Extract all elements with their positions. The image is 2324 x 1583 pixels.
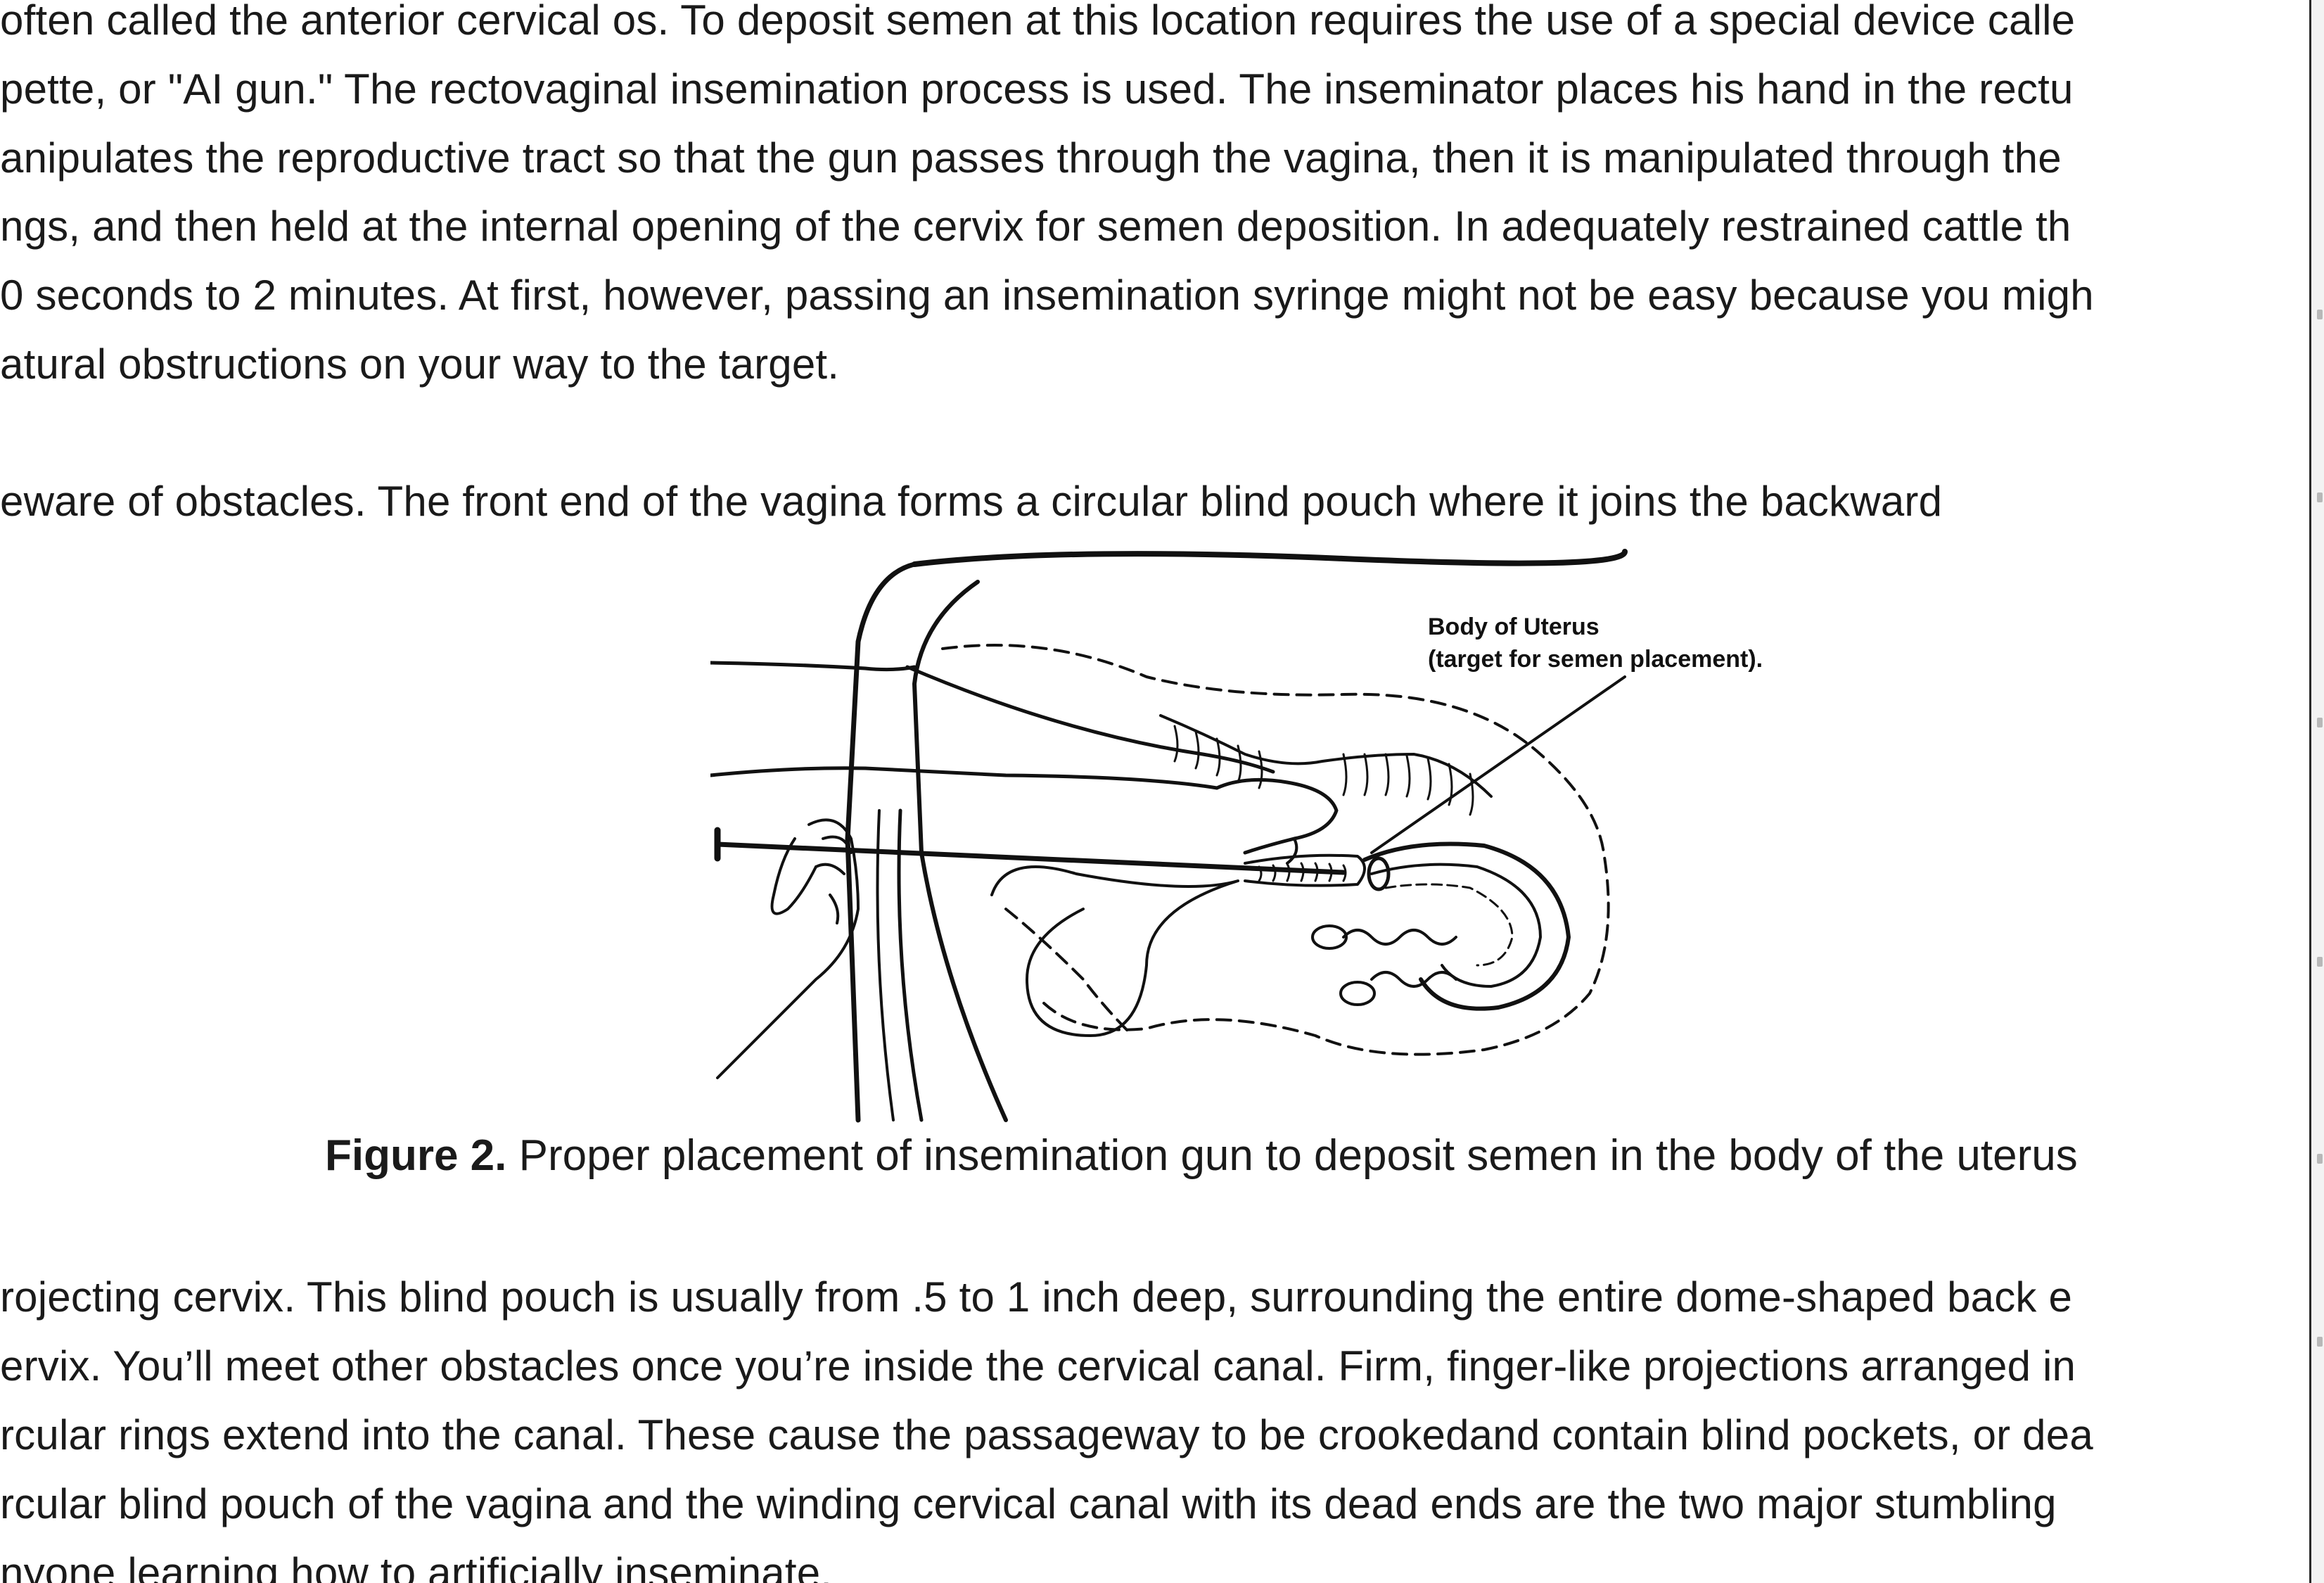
vertical-scrollbar[interactable] bbox=[2309, 0, 2324, 1583]
figure-label-line-2: (target for semen placement). bbox=[1428, 646, 1763, 673]
oviduct-coil bbox=[1342, 929, 1457, 946]
paragraph-1-line-1: often called the anterior cervical os. T… bbox=[0, 0, 2076, 44]
arm-upper-edge bbox=[710, 661, 917, 672]
uterine-horn-inner bbox=[1370, 863, 1542, 988]
paragraph-1-line-6: atural obstructions on your way to the t… bbox=[0, 341, 840, 388]
vagina-dashed-wall bbox=[1004, 908, 1134, 1037]
scroll-marker bbox=[2317, 310, 2323, 319]
paragraph-2-line-3: ervix. You’ll meet other obstacles once … bbox=[0, 1342, 2076, 1390]
scroll-marker bbox=[2317, 957, 2323, 967]
rectum-dashed-outline bbox=[941, 644, 1610, 1056]
bladder-outline bbox=[990, 865, 1239, 1037]
ovary bbox=[1311, 924, 1348, 950]
oviduct-coil-2 bbox=[1370, 971, 1457, 988]
tail-outline bbox=[912, 580, 1008, 1122]
figure-2-illustration: Body of Uterus (target for semen placeme… bbox=[710, 543, 1864, 1127]
arm-lower-edge bbox=[710, 766, 1219, 790]
scroll-marker bbox=[2317, 1337, 2323, 1347]
cervix-outline bbox=[1244, 853, 1366, 887]
paragraph-2-line-5: rcular blind pouch of the vagina and the… bbox=[0, 1480, 2057, 1527]
insemination-gun bbox=[715, 841, 1346, 875]
cow-back-outline bbox=[912, 549, 1628, 567]
scroll-marker bbox=[2317, 718, 2323, 727]
paragraph-2-line-6: nyone learning how to artificially insem… bbox=[0, 1549, 833, 1583]
fingers bbox=[815, 835, 853, 924]
insemination-diagram: Body of Uterus (target for semen placeme… bbox=[710, 549, 1763, 1123]
ovary-2 bbox=[1339, 981, 1376, 1006]
figure-caption: Figure 2. Proper placement of inseminati… bbox=[325, 1124, 2078, 1188]
paragraph-1-line-3: anipulates the reproductive tract so tha… bbox=[0, 134, 2062, 182]
paragraph-2-line-4: rcular rings extend into the canal. Thes… bbox=[0, 1411, 2093, 1458]
tail-hair-line bbox=[897, 808, 924, 1122]
paragraph-1-line-4: ngs, and then held at the internal openi… bbox=[0, 203, 2071, 250]
paragraph-2-line-2: rojecting cervix. This blind pouch is us… bbox=[0, 1273, 2073, 1321]
label-pointer-line bbox=[1370, 675, 1626, 854]
holding-arm bbox=[716, 818, 860, 1079]
scroll-marker bbox=[2317, 492, 2323, 502]
paragraph-2-line-1: eware of obstacles. The front end of the… bbox=[0, 478, 1943, 525]
uterus-folds bbox=[1173, 725, 1474, 816]
scroll-marker bbox=[2317, 1154, 2323, 1164]
paragraph-1-line-2: pette, or "AI gun." The rectovaginal ins… bbox=[0, 65, 2074, 113]
paragraph-1-line-5: 0 seconds to 2 minutes. At first, howeve… bbox=[0, 272, 2094, 319]
cervix-opening bbox=[1367, 856, 1391, 891]
figure-label-line-1: Body of Uterus bbox=[1428, 614, 1600, 640]
tail-hair-line-2 bbox=[876, 809, 895, 1121]
figure-caption-number: Figure 2. bbox=[325, 1131, 507, 1180]
uterine-horn-lumen bbox=[1384, 883, 1514, 967]
hand-in-rectum bbox=[1215, 777, 1339, 855]
hand-holding-gun bbox=[770, 837, 817, 915]
cow-rump-outline bbox=[845, 561, 917, 1123]
uterine-horn-outer bbox=[1362, 841, 1571, 1011]
figure-caption-text: Proper placement of insemination gun to … bbox=[506, 1131, 2078, 1180]
finger-outline bbox=[1286, 837, 1298, 865]
forearm-top bbox=[905, 665, 1275, 774]
